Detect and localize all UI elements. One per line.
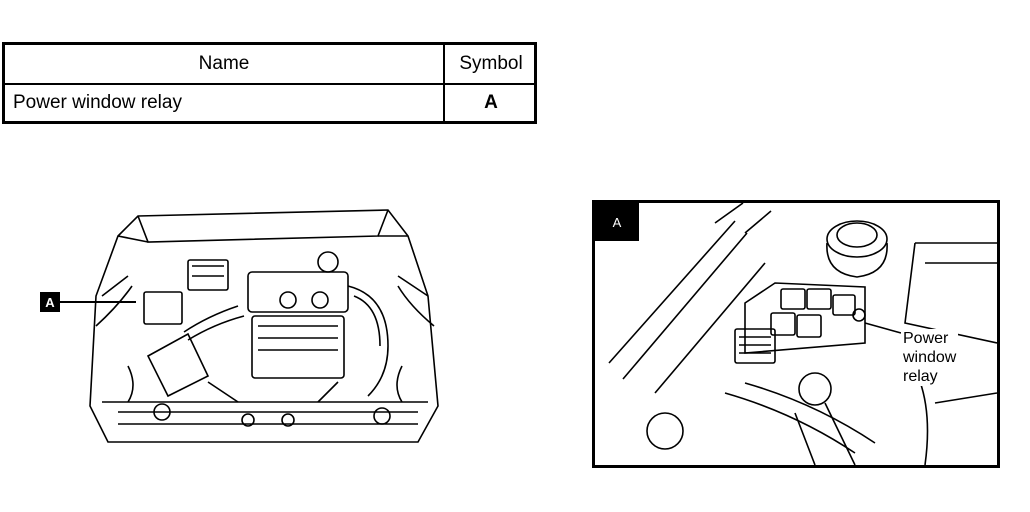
table-header-symbol: Symbol bbox=[459, 53, 523, 74]
relay-detail-view: A Power window relay bbox=[592, 200, 1000, 468]
relay-label-line: relay bbox=[903, 368, 938, 385]
relay-label-line: Power bbox=[903, 330, 949, 347]
detail-tag-a: A bbox=[595, 203, 639, 241]
table-cell-name: Power window relay bbox=[13, 92, 182, 113]
table-divider-horizontal bbox=[5, 83, 534, 85]
engine-compartment-illustration bbox=[89, 209, 439, 443]
callout-a: A bbox=[40, 292, 60, 312]
table-header-name: Name bbox=[198, 53, 250, 74]
callout-leader-line bbox=[60, 301, 136, 303]
power-window-relay-label: Power window relay bbox=[901, 329, 959, 386]
relay-detail-illustration bbox=[608, 203, 997, 465]
table-cell-symbol: A bbox=[484, 92, 498, 113]
relay-label-line: window bbox=[903, 349, 957, 366]
component-table: Name Symbol Power window relay A bbox=[2, 42, 537, 124]
